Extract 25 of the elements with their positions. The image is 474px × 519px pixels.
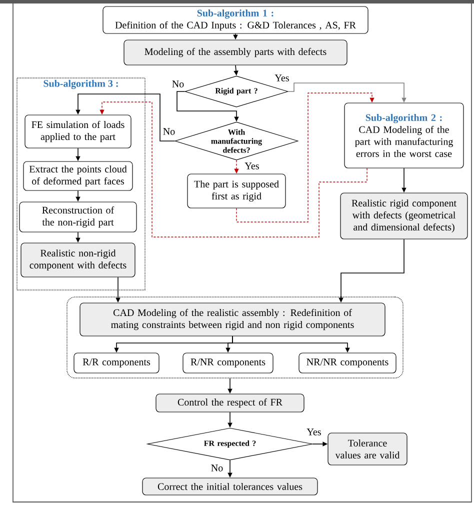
edge-label: Yes — [244, 162, 260, 170]
arrow — [76, 94, 176, 142]
process-box: NR/NR components — [298, 352, 396, 374]
process-box: Extract the points cloud of deformed part faces — [23, 161, 133, 191]
process-box: FE simulation of loads applied to the part — [24, 114, 132, 148]
process-box: Control the respect of FR — [156, 394, 304, 412]
edge-label: No — [162, 127, 176, 136]
edge-label: No — [171, 80, 185, 88]
arrow — [100, 102, 368, 238]
process-box: Reconstruction of the non-rigid part — [19, 202, 137, 232]
edge-label: No — [210, 464, 224, 472]
process-box: Tolerance values are valid — [328, 432, 408, 466]
process-box: R/R components — [74, 352, 160, 374]
process-box: CAD Modeling of the realistic assembly : Redefinition of mating constraints between rigid and non rigid components — [80, 302, 386, 336]
process-box: Correct the initial tolerances values — [142, 478, 318, 496]
process-box: The part is supposed first as rigid — [187, 174, 286, 208]
arrow — [236, 92, 374, 222]
process-box: Realistic non-rigid component with defects — [20, 242, 136, 278]
dotted-group-frame — [66, 296, 404, 378]
process-box: Sub-algorithm 1 : Definition of the CAD Inputs : G&D Tolerances , AS, FR — [102, 6, 368, 34]
edge-label: Yes — [274, 74, 290, 82]
process-box: Sub-algorithm 2 : CAD Modeling of the part with manufacturing errors in the worst case — [344, 102, 464, 168]
process-box: Realistic rigid component with defects (geometrical and dimensional defects) — [340, 192, 468, 240]
process-box: Modeling of the assembly parts with defects — [124, 40, 348, 66]
process-box: R/NR components — [182, 352, 274, 374]
